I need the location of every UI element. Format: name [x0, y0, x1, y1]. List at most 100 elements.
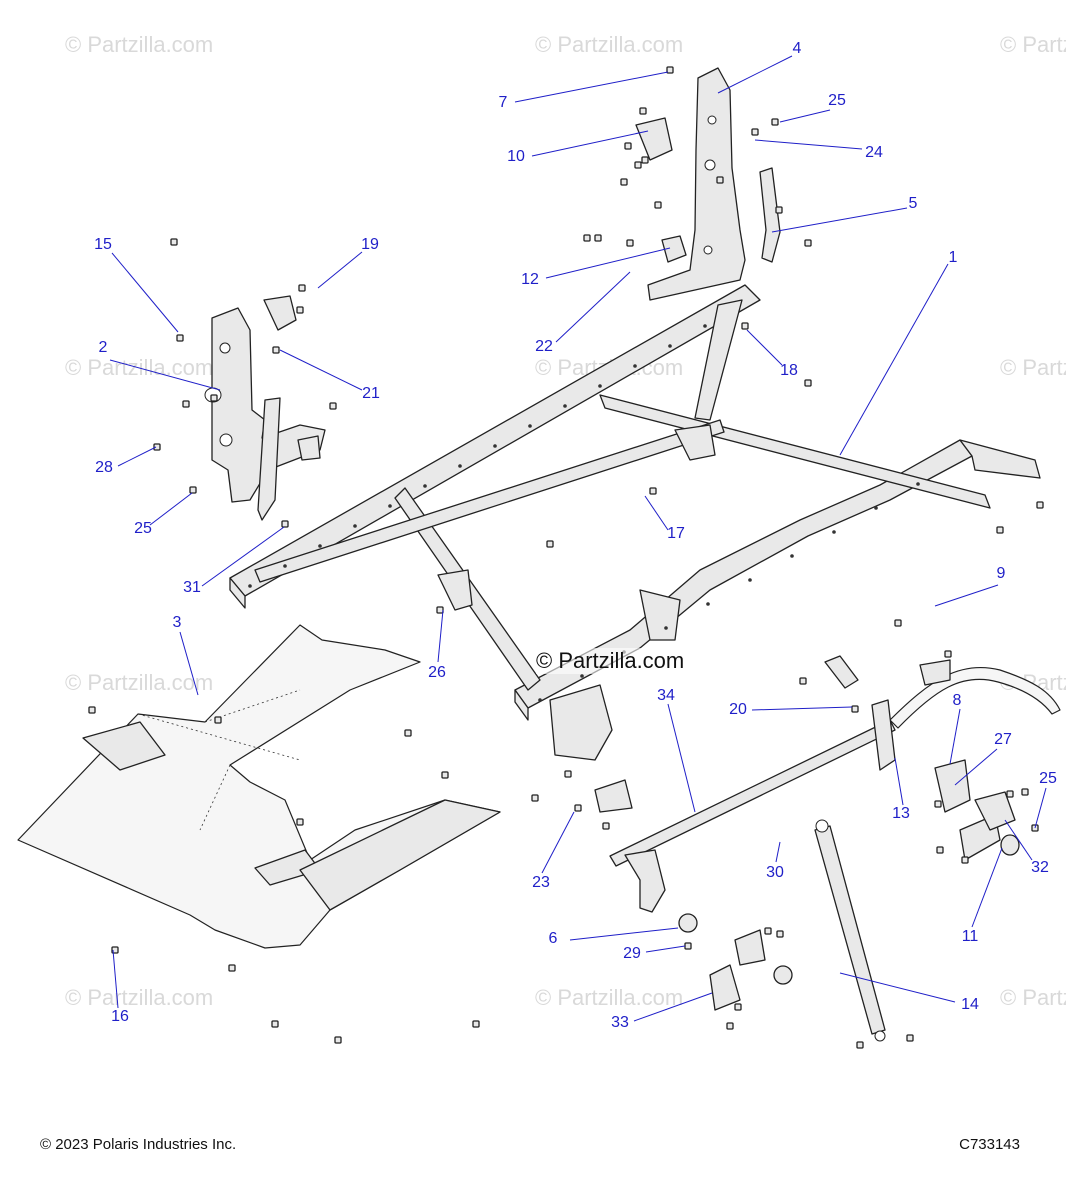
callout-33[interactable]: 33 — [611, 1014, 629, 1031]
callout-leader — [1004, 819, 1033, 861]
gas-strut — [814, 819, 886, 1042]
callout-8[interactable]: 8 — [953, 692, 962, 709]
fastener-icon — [182, 400, 190, 408]
callout-18[interactable]: 18 — [780, 362, 798, 379]
callout-20[interactable]: 20 — [729, 701, 747, 718]
callout-leader — [934, 584, 999, 607]
watermark-text: © Partzilla.com — [535, 32, 683, 57]
callout-29[interactable]: 29 — [623, 945, 641, 962]
fastener-icon — [574, 804, 582, 812]
fastener-icon — [776, 930, 784, 938]
callout-24[interactable]: 24 — [865, 144, 883, 161]
right-upright — [647, 67, 746, 301]
callout-leader — [279, 349, 363, 391]
callout-30[interactable]: 30 — [766, 864, 784, 881]
callout-leader — [555, 271, 631, 343]
callout-25[interactable]: 25 — [134, 520, 152, 537]
watermark-text: © Partzilla.com — [535, 985, 683, 1010]
fastener-icon — [634, 161, 642, 169]
watermark-text: © Partzilla.com — [1000, 355, 1066, 380]
callout-22[interactable]: 22 — [535, 338, 553, 355]
callout-31[interactable]: 31 — [183, 579, 201, 596]
callout-leader — [112, 949, 119, 1009]
fastener-icon — [799, 677, 807, 685]
callout-leader — [771, 207, 908, 233]
callout-17[interactable]: 17 — [667, 525, 685, 542]
skid-plate — [17, 624, 501, 949]
drawing-number: C733143 — [959, 1136, 1020, 1153]
fastener-icon — [602, 822, 610, 830]
fastener-icon — [272, 346, 280, 354]
fastener-icon — [944, 650, 952, 658]
fastener-icon — [1036, 501, 1044, 509]
center-watermark: © Partzilla.com — [536, 648, 685, 674]
callout-leader — [541, 811, 575, 874]
callout-leader — [179, 631, 199, 696]
callout-leader — [839, 972, 956, 1003]
fastener-icon — [734, 1003, 742, 1011]
callout-leader — [1034, 787, 1047, 829]
fastener-icon — [641, 156, 649, 164]
main-frame — [229, 284, 1041, 761]
callout-leader — [437, 609, 444, 663]
callout-25[interactable]: 25 — [1039, 770, 1057, 787]
callout-13[interactable]: 13 — [892, 805, 910, 822]
watermark-text: © Partzilla.com — [1000, 985, 1066, 1010]
fastener-icon — [153, 443, 161, 451]
callout-5[interactable]: 5 — [909, 195, 918, 212]
watermark-text: © Partzilla.com — [65, 985, 213, 1010]
fastener-icon — [546, 540, 554, 548]
callout-25[interactable]: 25 — [828, 92, 846, 109]
fastener-icon — [271, 1020, 279, 1028]
callout-23[interactable]: 23 — [532, 874, 550, 891]
fastener-icon — [639, 107, 647, 115]
callout-12[interactable]: 12 — [521, 271, 539, 288]
copyright-notice: © 2023 Polaris Industries Inc. — [40, 1136, 237, 1153]
fasteners — [88, 66, 1044, 1049]
callout-15[interactable]: 15 — [94, 236, 112, 253]
fastener-icon — [741, 322, 749, 330]
callout-labels: 1234567891011121314151617181920212223242… — [94, 40, 1057, 1031]
fastener-icon — [771, 118, 779, 126]
callout-14[interactable]: 14 — [961, 996, 979, 1013]
fastener-icon — [189, 486, 197, 494]
fastener-icon — [934, 800, 942, 808]
fastener-icon — [88, 706, 96, 714]
callout-6[interactable]: 6 — [549, 930, 558, 947]
fastener-icon — [654, 201, 662, 209]
callout-leader — [971, 847, 1003, 928]
callout-leader — [775, 841, 781, 863]
callout-32[interactable]: 32 — [1031, 859, 1049, 876]
fastener-icon — [684, 942, 692, 950]
callout-11[interactable]: 11 — [962, 928, 979, 945]
callout-16[interactable]: 16 — [111, 1008, 129, 1025]
callout-leader — [117, 446, 157, 467]
callout-7[interactable]: 7 — [499, 94, 508, 111]
callout-19[interactable]: 19 — [361, 236, 379, 253]
callout-2[interactable]: 2 — [99, 339, 108, 356]
fastener-icon — [531, 794, 539, 802]
fastener-icon — [1006, 790, 1014, 798]
callout-34[interactable]: 34 — [657, 687, 675, 704]
watermark-text: © Partzilla.com — [1000, 32, 1066, 57]
fastener-icon — [649, 487, 657, 495]
callout-leader — [633, 992, 713, 1022]
callout-leader — [894, 757, 904, 806]
callout-10[interactable]: 10 — [507, 148, 525, 165]
callout-leader — [317, 251, 363, 289]
callout-3[interactable]: 3 — [173, 614, 182, 631]
callout-leader — [779, 109, 831, 123]
callout-4[interactable]: 4 — [793, 40, 802, 57]
callout-leader — [667, 703, 696, 813]
left-upright — [204, 307, 326, 521]
callout-21[interactable]: 21 — [362, 385, 380, 402]
callout-27[interactable]: 27 — [994, 731, 1012, 748]
callout-26[interactable]: 26 — [428, 664, 446, 681]
callout-1[interactable]: 1 — [949, 249, 958, 266]
callout-leader — [149, 492, 193, 526]
watermark-text: © Partzilla.com — [65, 670, 213, 695]
callout-9[interactable]: 9 — [997, 565, 1006, 582]
callout-leader — [109, 359, 221, 391]
callout-28[interactable]: 28 — [95, 459, 113, 476]
